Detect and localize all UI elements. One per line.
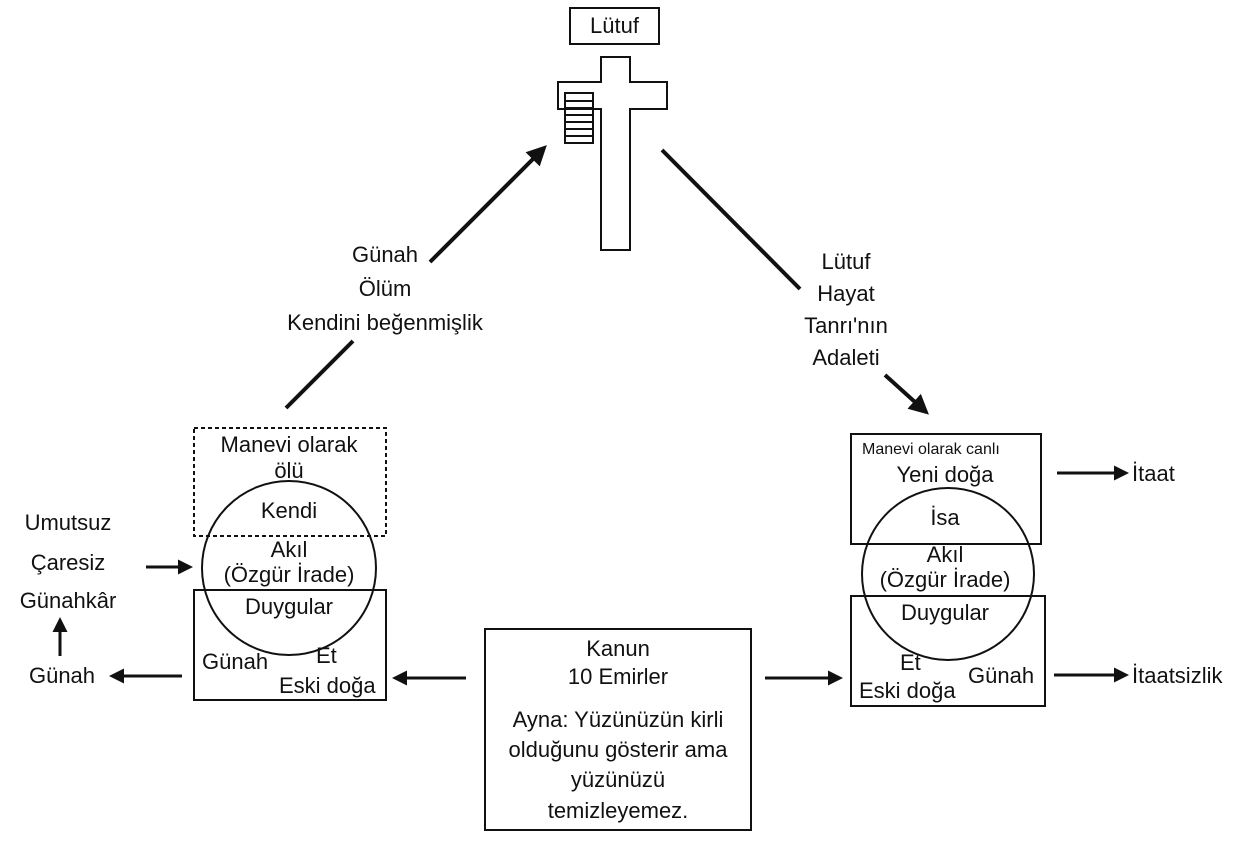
right-path-arrow-lower (883, 373, 929, 415)
left-self-label: Kendi (261, 498, 317, 523)
right-flesh-box (850, 595, 1046, 707)
left-flesh-box (193, 589, 387, 701)
left-emotions-label: Duygular (245, 594, 333, 619)
obedience-label: İtaat (1132, 461, 1175, 486)
law-mirror-line-4: temizleyemez. (548, 798, 689, 823)
left-spirit-box (193, 427, 387, 537)
left-old-nature-label: Eski doğa (279, 673, 376, 698)
left-path-line-lower (284, 339, 355, 410)
left-spirit-line-1: Manevi olarak (221, 432, 359, 457)
right-mind-line-2: (Özgür İrade) (880, 567, 1011, 592)
left-mind-line-2: (Özgür İrade) (224, 562, 355, 587)
left-path-line-3: Kendini beğenmişlik (287, 310, 484, 335)
left-sin-label: Günah (202, 649, 268, 674)
left-soul-circle (201, 480, 377, 656)
right-new-nature-label: Yeni doğa (896, 462, 994, 487)
right-path-line-upper (660, 148, 802, 291)
right-soul-circle (861, 487, 1035, 661)
law-title-line-2: 10 Emirler (568, 664, 668, 689)
law-mirror-line-1: Ayna: Yüzünüzün kirli (513, 707, 724, 732)
right-spirit-small: Manevi olarak canlı (862, 441, 1000, 458)
grace-label-box (569, 7, 660, 45)
left-state-line-2: Çaresiz (31, 550, 106, 575)
left-path-line-2: Ölüm (359, 276, 412, 301)
left-state-line-3: Günahkâr (20, 588, 117, 613)
left-spirit-line-2: ölü (274, 458, 303, 483)
right-path-line-1: Lütuf (822, 249, 872, 274)
right-jesus-label: İsa (930, 505, 960, 530)
law-mirror-line-3: yüzünüzü (571, 767, 665, 792)
disobedience-label: İtaatsizlik (1132, 663, 1223, 688)
left-path-line-1: Günah (352, 242, 418, 267)
right-path-line-2: Hayat (817, 281, 874, 306)
right-flesh-label: Et (900, 650, 921, 675)
left-path-arrow-upper (428, 145, 547, 264)
right-sin-label: Günah (968, 663, 1034, 688)
right-emotions-label: Duygular (901, 600, 989, 625)
cross-icon (557, 56, 668, 251)
grace-label: Lütuf (590, 13, 640, 38)
law-title-line-1: Kanun (586, 636, 650, 661)
law-box (484, 628, 752, 831)
right-spirit-box (850, 433, 1042, 545)
left-state-line-1: Umutsuz (25, 510, 112, 535)
left-flesh-label: Et (316, 643, 337, 668)
right-mind-line-1: Akıl (927, 542, 964, 567)
right-old-nature-label: Eski doğa (859, 678, 956, 703)
left-mind-line-1: Akıl (271, 537, 308, 562)
right-path-line-4: Adaleti (812, 345, 879, 370)
left-outcome-sin: Günah (29, 663, 95, 688)
law-mirror-line-2: olduğunu gösterir ama (509, 737, 729, 762)
right-path-line-3: Tanrı'nın (804, 313, 888, 338)
